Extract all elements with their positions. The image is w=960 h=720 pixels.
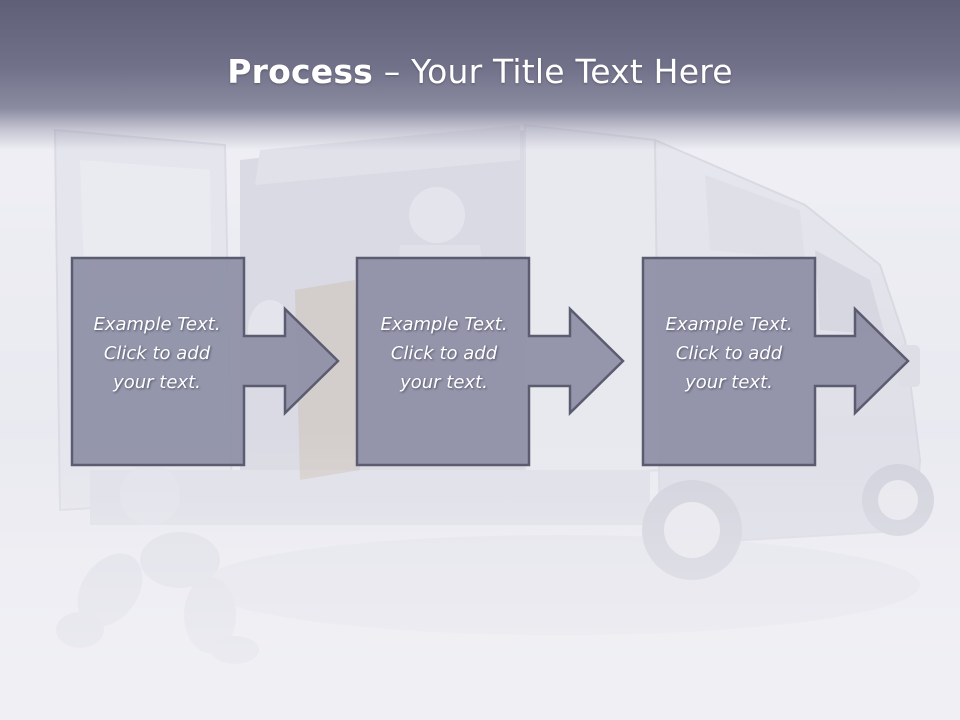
step-3-text[interactable]: Example Text. Click to add your text. — [644, 310, 814, 397]
step-3-line-1: Example Text. — [665, 314, 793, 335]
step-3-line-3: your text. — [685, 372, 773, 393]
step-1-line-1: Example Text. — [93, 314, 221, 335]
step-1-line-2: Click to add — [103, 343, 211, 364]
title-band — [0, 0, 960, 150]
step-2-line-1: Example Text. — [380, 314, 508, 335]
title-rest-text: – Your Title Text Here — [373, 52, 733, 91]
step-1-line-3: your text. — [113, 372, 201, 393]
step-1-text[interactable]: Example Text. Click to add your text. — [72, 310, 242, 397]
title-bold-text: Process — [227, 52, 374, 91]
step-2-line-2: Click to add — [390, 343, 498, 364]
slide-title[interactable]: Process – Your Title Text Here — [0, 52, 960, 91]
step-2-line-3: your text. — [400, 372, 488, 393]
step-2-text[interactable]: Example Text. Click to add your text. — [359, 310, 529, 397]
step-3-line-2: Click to add — [675, 343, 783, 364]
